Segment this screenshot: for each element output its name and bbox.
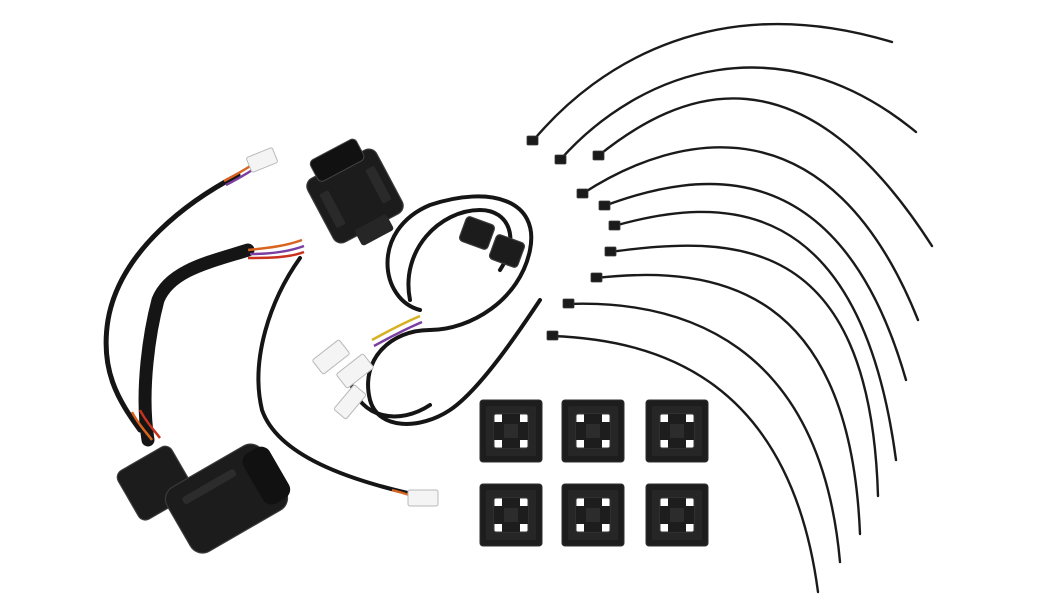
- cable-tie-3: [596, 97, 934, 248]
- lower-wire-red: [138, 409, 161, 439]
- mount-5: [561, 483, 625, 547]
- harness-branch-right: [256, 256, 414, 496]
- harness-branch-left: [103, 172, 241, 433]
- cable-tie-6: [612, 210, 898, 462]
- coil-connector-1: [458, 216, 496, 250]
- cable-tie-5: [602, 182, 908, 382]
- coil-terminal-2: [336, 353, 374, 389]
- coil-terminal-1: [312, 339, 350, 375]
- coil-loop-2: [366, 298, 542, 426]
- y-harness: [103, 138, 439, 554]
- wire-orange: [247, 238, 303, 252]
- pigtail-terminal: [246, 147, 278, 173]
- cable-tie-10: [550, 334, 820, 594]
- mount-2: [561, 399, 625, 463]
- coil-connector-2: [488, 234, 526, 268]
- lower-connector: [116, 443, 291, 554]
- mount-3: [645, 399, 709, 463]
- coil-terminal-3: [333, 384, 367, 420]
- cable-tie-2: [558, 66, 918, 162]
- coiled-harness: [312, 194, 542, 426]
- harness-sleeve: [138, 243, 255, 447]
- cable-ties: [526, 22, 934, 594]
- cable-tie-1: [530, 22, 894, 144]
- mount-6: [645, 483, 709, 547]
- wire-purple: [249, 244, 305, 256]
- mount-4: [479, 483, 543, 547]
- coil-wire-purple: [373, 320, 423, 348]
- coil-wire-yellow: [371, 314, 421, 342]
- lower-wire-orange: [130, 411, 153, 441]
- mount-1: [479, 399, 543, 463]
- coil-loop-1: [385, 194, 534, 332]
- right-pigtail-terminal: [407, 489, 439, 507]
- cable-tie-9: [566, 302, 842, 564]
- adhesive-mounts: [479, 399, 709, 547]
- cable-tie-4: [580, 146, 920, 322]
- wire-red: [247, 250, 305, 260]
- cable-tie-7: [608, 244, 880, 498]
- upper-connector: [306, 138, 404, 246]
- cable-tie-8: [594, 273, 862, 536]
